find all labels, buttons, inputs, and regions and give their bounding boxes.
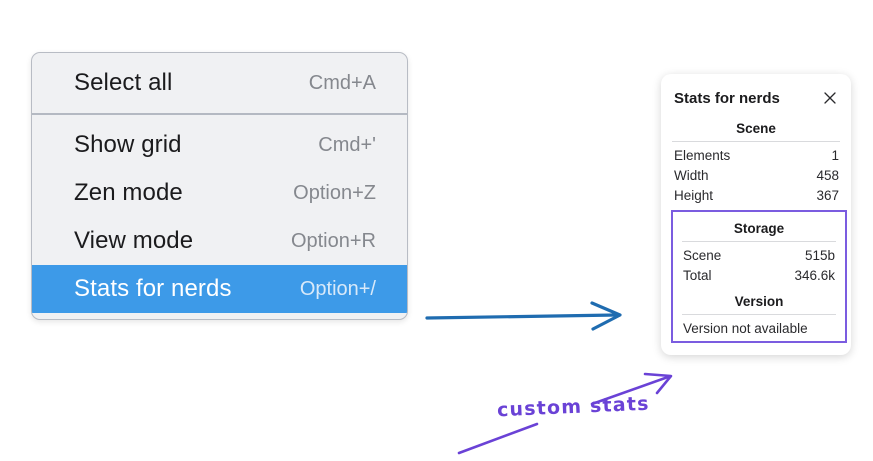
close-icon[interactable]	[821, 89, 839, 107]
stat-label: Scene	[683, 247, 722, 263]
stat-row-elements: Elements 1	[661, 145, 851, 165]
menu-item-shortcut: Option+R	[290, 229, 376, 252]
stat-row-width: Width 458	[661, 165, 851, 185]
section-heading-version: Version	[734, 294, 784, 309]
menu-item-shortcut: Cmd+A	[308, 71, 376, 94]
section-divider	[682, 314, 836, 315]
menu-item-shortcut: Option+/	[299, 277, 376, 300]
menu-item-label: Stats for nerds	[74, 275, 232, 302]
stats-section-scene: Scene Elements 1 Width 458 Height 367	[661, 112, 851, 205]
stat-label: Total	[683, 267, 712, 283]
stat-version-value: Version not available	[683, 321, 808, 336]
stat-row-storage-scene: Scene 515b	[673, 245, 845, 265]
menu-item-label: Show grid	[74, 131, 182, 158]
menu-group-2: Show grid Cmd+' Zen mode Option+Z View m…	[32, 113, 407, 319]
menu-item-select-all[interactable]: Select all Cmd+A	[32, 59, 407, 107]
stat-value: 1	[831, 147, 839, 163]
menu-group-1: Select all Cmd+A	[32, 53, 407, 113]
stats-panel-title: Stats for nerds	[674, 89, 780, 107]
context-menu[interactable]: Select all Cmd+A Show grid Cmd+' Zen mod…	[31, 52, 408, 320]
purple-arrow-stroke-below-label	[457, 422, 539, 455]
menu-item-shortcut: Cmd+'	[318, 133, 376, 156]
menu-item-label: Zen mode	[74, 179, 183, 206]
section-divider	[682, 241, 836, 242]
stats-for-nerds-panel[interactable]: Stats for nerds Scene Elements 1 Width 4…	[661, 74, 851, 355]
blue-arrow-menu-to-panel	[425, 301, 622, 331]
stat-value: 346.6k	[794, 267, 835, 283]
stats-panel-header: Stats for nerds	[661, 84, 851, 112]
stat-label: Width	[674, 167, 709, 183]
menu-item-show-grid[interactable]: Show grid Cmd+'	[32, 121, 407, 169]
menu-item-shortcut: Option+Z	[293, 181, 376, 204]
menu-item-label: View mode	[74, 227, 194, 254]
stat-row-height: Height 367	[661, 185, 851, 205]
handwritten-annotation-custom-stats: custom stats	[496, 392, 651, 422]
custom-stats-highlight-box: Storage Scene 515b Total 346.6k Version …	[671, 210, 847, 343]
section-divider	[672, 141, 840, 142]
stat-value: 458	[816, 167, 839, 183]
stat-label: Elements	[674, 147, 731, 163]
menu-item-label: Select all	[74, 69, 173, 96]
menu-item-stats-for-nerds[interactable]: Stats for nerds Option+/	[32, 265, 407, 313]
menu-item-view-mode[interactable]: View mode Option+R	[32, 217, 407, 265]
stats-section-version: Version Version not available	[673, 285, 845, 338]
stats-section-storage: Storage Scene 515b Total 346.6k	[673, 212, 845, 285]
stat-value: 367	[816, 187, 839, 203]
menu-item-zen-mode[interactable]: Zen mode Option+Z	[32, 169, 407, 217]
stat-label: Height	[674, 187, 714, 203]
section-heading-scene: Scene	[736, 121, 776, 136]
section-heading-storage: Storage	[733, 221, 785, 236]
stat-row-storage-total: Total 346.6k	[673, 265, 845, 285]
stat-value: 515b	[804, 247, 835, 263]
